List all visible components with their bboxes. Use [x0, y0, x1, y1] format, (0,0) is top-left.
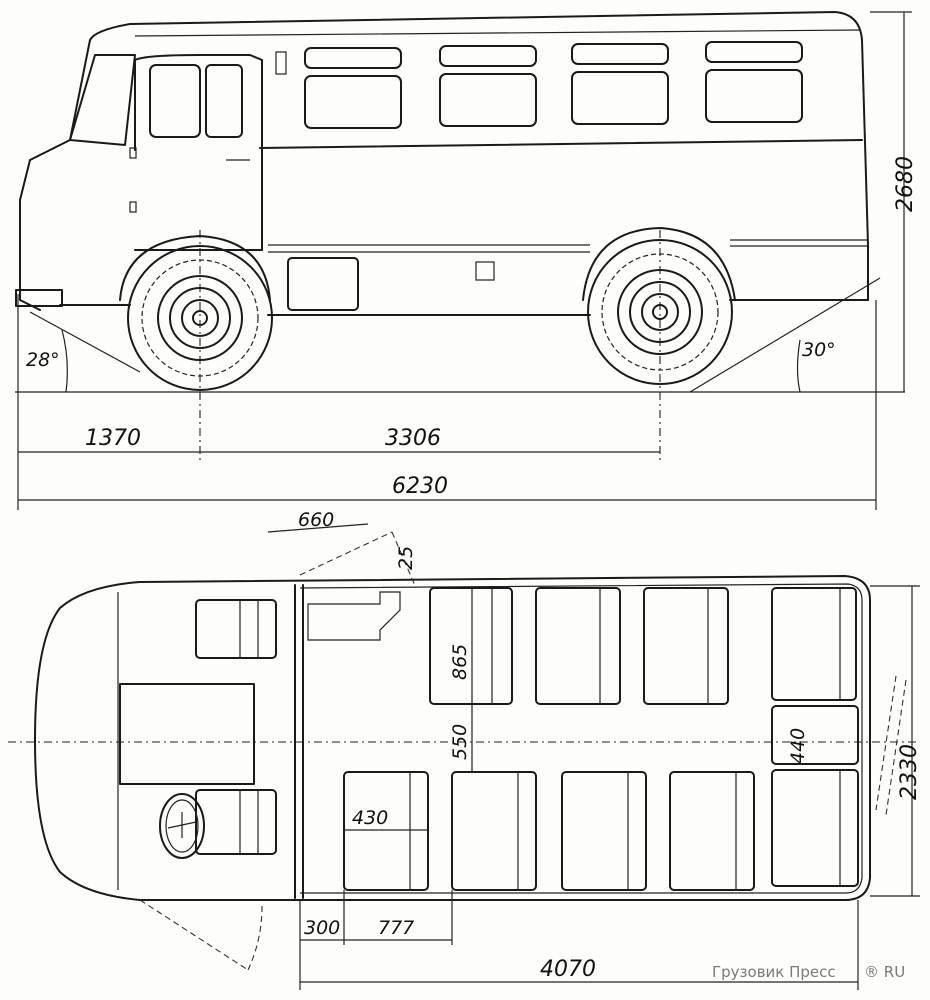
- side-panel: [287, 257, 359, 311]
- front-bumper: [15, 289, 63, 307]
- departure-angle-label: 30°: [802, 339, 836, 361]
- rear-middle-seat: [771, 705, 859, 765]
- seat: [429, 587, 513, 705]
- approach-angle-line: [29, 311, 141, 373]
- windshield: [69, 54, 136, 146]
- watermark-suffix: ® RU: [864, 963, 905, 981]
- lower-seat-row: [343, 769, 859, 891]
- front-overhang-label: 1370: [85, 426, 141, 451]
- approach-angle-label: 28°: [26, 349, 60, 371]
- seat: [535, 587, 621, 705]
- door-width-label: 660: [298, 509, 334, 531]
- top-view: 660 25 865 550 440: [8, 509, 922, 990]
- engine-cover: [119, 683, 255, 785]
- steering-wheel: [159, 793, 205, 859]
- watermark: Грузовик Пресс ® RU: [712, 963, 905, 981]
- rear-seat-label: 440: [787, 728, 809, 764]
- side-view: 28° 30° 2680 1370 3306 6230: [15, 11, 918, 510]
- seat: [561, 771, 647, 891]
- cab-door: [134, 54, 263, 251]
- aisle-width-label: 550: [449, 724, 471, 760]
- side-windows: [304, 41, 803, 129]
- seat: [643, 587, 729, 705]
- seat: [771, 587, 857, 701]
- seat: [669, 771, 755, 891]
- overall-width-label: 2330: [897, 744, 922, 800]
- watermark-text: Грузовик Пресс: [712, 963, 836, 981]
- height-label: 2680: [893, 156, 918, 212]
- rear-door-swing: [875, 675, 897, 811]
- seat-width-label: 430: [352, 807, 388, 829]
- seat: [343, 771, 429, 891]
- departure-angle-line: [689, 277, 881, 393]
- cabin-length-label: 4070: [540, 957, 596, 982]
- upper-seat-row: [429, 587, 857, 705]
- body-rear-outline: [861, 39, 869, 301]
- cab-door-window: [149, 64, 201, 138]
- seat-pitch-label: 777: [378, 917, 414, 939]
- body-front-outline: [19, 39, 91, 311]
- vent: [275, 51, 287, 75]
- door-offset-label: 25: [395, 546, 417, 570]
- entrance-step: [307, 591, 401, 641]
- seat: [771, 769, 859, 887]
- front-door-swing: [139, 899, 249, 971]
- cab-seat-top: [195, 599, 277, 659]
- driver-seat: [195, 789, 277, 855]
- floor-plan-outline: [34, 575, 871, 901]
- seat-depth-label: 865: [449, 644, 471, 680]
- rear-wheel-arch: [582, 227, 736, 301]
- wheelbase-label: 3306: [385, 426, 441, 451]
- overall-length-label: 6230: [392, 474, 448, 499]
- roof-outline: [89, 11, 863, 41]
- partition-offset-label: 300: [304, 917, 340, 939]
- seat: [451, 771, 537, 891]
